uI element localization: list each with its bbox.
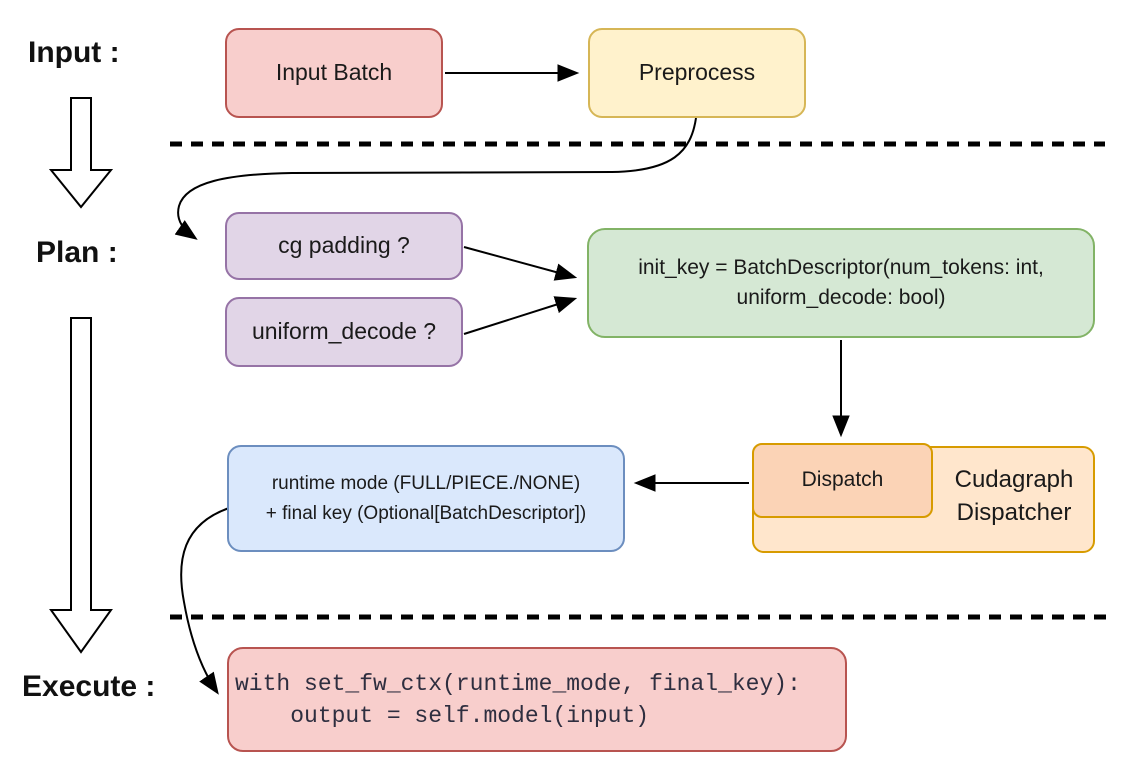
plan-to-execute-arrow — [49, 317, 113, 654]
node-preprocess-label: Preprocess — [638, 59, 756, 86]
node-dispatch: Dispatch — [752, 443, 933, 518]
node-preprocess: Preprocess — [588, 28, 806, 118]
node-cg-padding-label: cg padding ? — [278, 232, 410, 259]
node-runtime-mode-line2: + final key (Optional[BatchDescriptor]) — [265, 502, 587, 524]
node-input-batch: Input Batch — [225, 28, 443, 118]
stage-label-plan: Plan : — [36, 236, 118, 269]
stage-label-input: Input : — [28, 36, 120, 69]
node-uniform-decode-label: uniform_decode ? — [251, 318, 437, 345]
stage-label-execute: Execute : — [22, 670, 156, 703]
node-uniform-decode: uniform_decode ? — [225, 297, 463, 367]
node-cudagraph-dispatcher-label-line1: Cudagraph — [954, 466, 1074, 493]
node-input-batch-label: Input Batch — [275, 59, 393, 86]
node-init-key-line2: uniform_decode: bool) — [736, 286, 946, 309]
node-init-key: init_key = BatchDescriptor(num_tokens: i… — [587, 228, 1095, 338]
node-dispatch-label: Dispatch — [801, 468, 884, 492]
node-runtime-mode: runtime mode (FULL/PIECE./NONE) + final … — [227, 445, 625, 552]
cg-padding-to-init-key-arrow — [463, 246, 578, 281]
node-cudagraph-dispatcher-label-line2: Dispatcher — [956, 499, 1072, 526]
node-init-key-line1: init_key = BatchDescriptor(num_tokens: i… — [638, 256, 1044, 279]
node-execute-code: with set_fw_ctx(runtime_mode, final_key)… — [227, 647, 847, 752]
node-runtime-mode-line1: runtime mode (FULL/PIECE./NONE) — [271, 472, 581, 494]
input-to-plan-arrow — [48, 97, 114, 209]
node-cg-padding: cg padding ? — [225, 212, 463, 280]
node-cudagraph-dispatcher-label: Cudagraph Dispatcher — [933, 463, 1095, 529]
execute-code-line1: with set_fw_ctx(runtime_mode, final_key)… — [235, 670, 801, 697]
execute-code-line2: output = self.model(input) — [235, 702, 650, 729]
runtime-mode-to-execute-curve — [180, 507, 230, 695]
uniform-decode-to-init-key-arrow — [463, 296, 578, 335]
